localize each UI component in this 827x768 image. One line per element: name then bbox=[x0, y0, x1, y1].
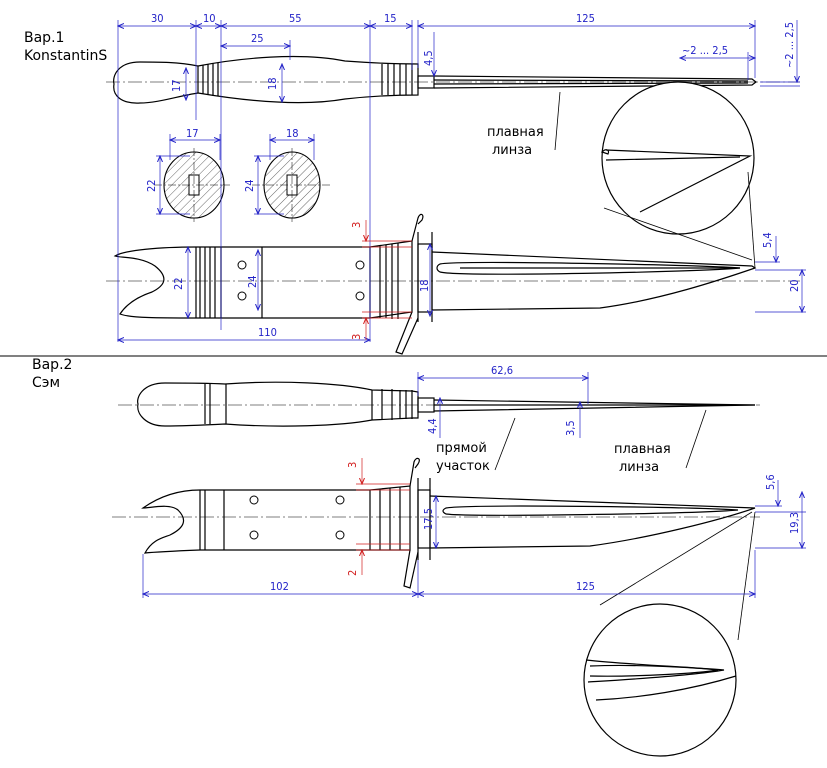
dim-110: 110 bbox=[258, 326, 277, 339]
red-dimension-texts: 3 3 3 2 bbox=[346, 222, 363, 576]
dim-18-section: 18 bbox=[286, 127, 299, 140]
variant2-top-view bbox=[137, 381, 756, 427]
v2-straight-note-line1: прямой bbox=[436, 441, 487, 456]
v2-straight-note-line2: участок bbox=[436, 459, 490, 474]
dim-approx-2-2-5: ~2 ... 2,5 bbox=[682, 44, 728, 57]
dim-4-4: 4,4 bbox=[426, 418, 439, 434]
v2-lens-note-line1: плавная bbox=[614, 442, 671, 457]
dim-18-guard: 18 bbox=[418, 279, 431, 292]
dim-2-v2: 2 bbox=[346, 570, 359, 576]
v1-lens-note-line1: плавная bbox=[487, 125, 544, 140]
dim-24-section: 24 bbox=[243, 179, 256, 192]
dim-102: 102 bbox=[270, 580, 289, 593]
dim-125-v1: 125 bbox=[576, 12, 595, 25]
dim-5-4: 5,4 bbox=[761, 232, 774, 248]
dim-10: 10 bbox=[203, 12, 216, 25]
dim-5-6: 5,6 bbox=[764, 474, 777, 490]
variant2-author: Сэм bbox=[32, 375, 61, 391]
dim-22-section: 22 bbox=[145, 179, 158, 192]
dim-24-side: 24 bbox=[246, 275, 259, 288]
variant2-side-view bbox=[141, 457, 756, 589]
dim-20: 20 bbox=[788, 279, 801, 292]
dim-55: 55 bbox=[289, 12, 302, 25]
dim-3-lower: 3 bbox=[350, 334, 363, 340]
dim-15: 15 bbox=[384, 12, 397, 25]
dim-19-3: 19,3 bbox=[788, 512, 801, 534]
v1-cross-sections bbox=[154, 148, 330, 222]
dim-3-upper: 3 bbox=[350, 222, 363, 228]
dimension-lines bbox=[118, 20, 806, 598]
v1-detail-circle bbox=[554, 81, 756, 269]
variant1-title: Вар.1 bbox=[24, 30, 65, 46]
dim-17-5: 17,5 bbox=[422, 508, 435, 530]
dim-62-6: 62,6 bbox=[491, 364, 513, 377]
dim-22-side: 22 bbox=[172, 277, 185, 290]
v2-detail-circle bbox=[494, 409, 756, 757]
dimension-texts: 30 10 55 15 125 25 4,5 ~2 ... 2,5 ~2 ...… bbox=[145, 12, 801, 593]
dim-approx-2-2-5-vert: ~2 ... 2,5 bbox=[783, 22, 796, 68]
red-dimension-lines bbox=[356, 220, 412, 575]
dim-3-v2: 3 bbox=[346, 462, 359, 468]
variant1-side-view bbox=[113, 213, 757, 355]
variant2-title: Вар.2 bbox=[32, 357, 73, 373]
dim-25: 25 bbox=[251, 32, 264, 45]
dim-125-v2: 125 bbox=[576, 580, 595, 593]
v2-lens-note-line2: линза bbox=[619, 460, 660, 475]
dim-18-top: 18 bbox=[266, 77, 279, 90]
dim-17-top: 17 bbox=[170, 79, 183, 92]
dim-4-5: 4,5 bbox=[422, 50, 435, 66]
v1-lens-note-line2: линза bbox=[492, 143, 533, 158]
variant1-author: KonstantinS bbox=[24, 48, 108, 64]
dim-17-section: 17 bbox=[186, 127, 199, 140]
dim-3-5: 3,5 bbox=[564, 420, 577, 436]
dim-30: 30 bbox=[151, 12, 164, 25]
